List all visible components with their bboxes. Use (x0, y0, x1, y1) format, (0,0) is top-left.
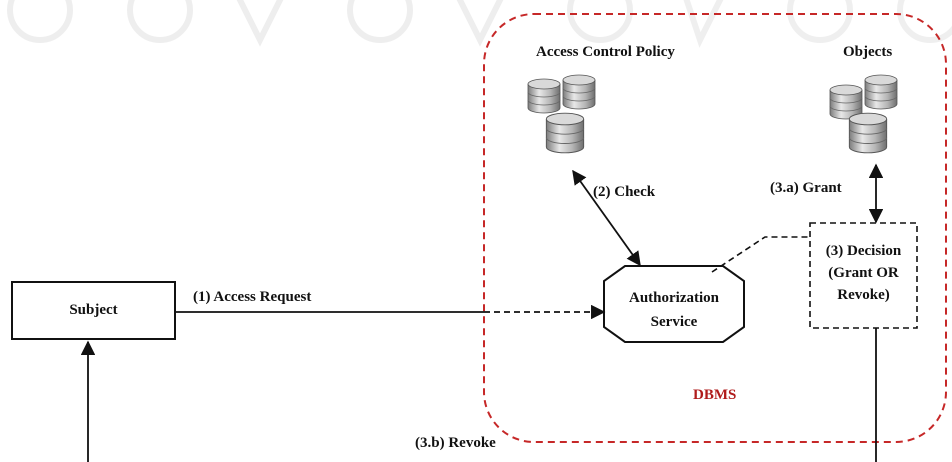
decision-box (809, 222, 918, 329)
subject-box (11, 281, 176, 340)
dbms-boundary (483, 13, 947, 443)
decision-label-line2: (Grant OR (828, 265, 899, 281)
check-arrow (572, 169, 641, 267)
database-stack-icon (829, 74, 898, 154)
decision-label-line3: Revoke) (837, 287, 890, 303)
check-label: (2) Check (593, 184, 656, 200)
grant-label: (3.a) Grant (770, 180, 842, 196)
access-control-policy-label: Access Control Policy (536, 44, 675, 60)
revoke-label: (3.b) Revoke (415, 435, 496, 451)
dbms-label: DBMS (693, 387, 737, 403)
decision-label-line1: (3) Decision (825, 243, 902, 259)
authorization-service-label-line1: Authorization (629, 290, 719, 306)
authorization-service-label-line2: Service (650, 314, 698, 330)
database-stack-icon (527, 74, 596, 154)
subject-label: Subject (69, 302, 118, 318)
authorization-service-node (603, 265, 745, 343)
access-request-label: (1) Access Request (193, 289, 312, 305)
service-decision-connector (711, 236, 810, 273)
watermark (7, 0, 952, 48)
objects-label: Objects (843, 44, 893, 60)
